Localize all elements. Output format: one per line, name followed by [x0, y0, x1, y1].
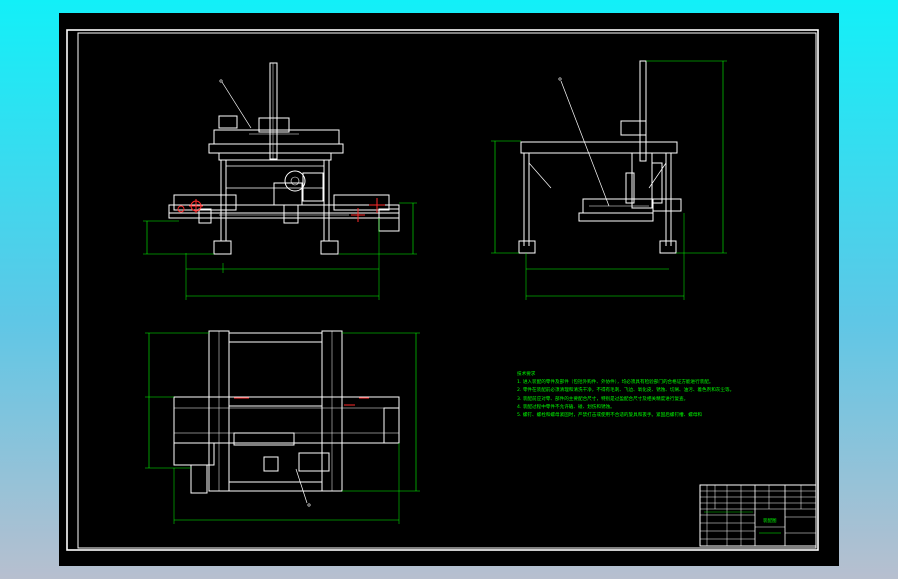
technical-requirements: 技术要求 1. 进入装配的零件及部件（包括外购件、外协件），均必须具有检验部门的… [517, 371, 767, 420]
notes-heading: 技术要求 [517, 372, 536, 377]
top-view [145, 330, 420, 524]
side-view [491, 60, 727, 300]
note-line: 5. 螺钉、螺栓和螺母紧固时，严禁打击或使用不合适的旋具和扳手。紧固后螺钉槽、螺… [517, 413, 703, 419]
assembly-drawing: 装配图 [66, 29, 819, 551]
note-line: 4. 装配过程中零件不允许磕、碰、划伤和锈蚀。 [517, 404, 615, 410]
note-line: 3. 装配前应对零、部件的主要配合尺寸，特别是过盈配合尺寸及相关精度进行复查。 [517, 396, 689, 402]
note-line: 2. 零件在装配前必须清理和清洗干净，不得有毛刺、飞边、氧化皮、锈蚀、切屑、油污… [517, 388, 735, 394]
drawing-number: 装配图 [763, 517, 777, 524]
front-view [143, 62, 417, 300]
title-block: 装配图 [699, 484, 817, 547]
note-line: 1. 进入装配的零件及部件（包括外购件、外协件），均必须具有检验部门的合格证方能… [517, 380, 714, 386]
cad-drawing-viewer[interactable]: 装配图 技术要求 1. 进入装配的零件及部件（包括外购件、外协件），均必须具有检… [59, 13, 839, 566]
outer-border [66, 29, 819, 551]
inner-border [77, 32, 817, 549]
